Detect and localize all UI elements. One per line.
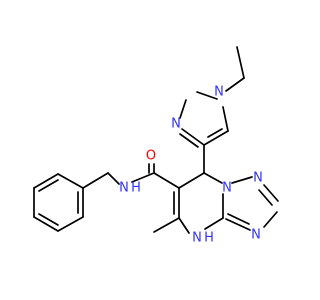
pyrazole-ring [179, 91, 229, 174]
atom-label-amide-h: H [131, 181, 141, 196]
benzene-ring [33, 173, 84, 232]
atom-label-n-triazole-bottom: N [251, 228, 261, 243]
ethyl-group [225, 46, 245, 92]
pyrimidine-ring [173, 172, 224, 234]
atom-label-n-pyrazole-1: N [214, 85, 224, 100]
atom-label-ring-n: N [192, 231, 202, 246]
atom-label-n-pyrazole-2: N [171, 117, 181, 132]
atom-label-n-bridge: N [222, 181, 232, 196]
atom-label-n-triazole-top: N [253, 171, 263, 186]
molecule-structure: N N O N H N N N N H [33, 46, 279, 246]
methyl-bond [153, 217, 180, 233]
atom-label-oxygen: O [146, 149, 156, 164]
atom-label-amide-n: N [119, 181, 129, 196]
atom-label-ring-h: H [204, 231, 214, 246]
triazole-ring [225, 176, 279, 231]
amide-linker [82, 163, 180, 189]
